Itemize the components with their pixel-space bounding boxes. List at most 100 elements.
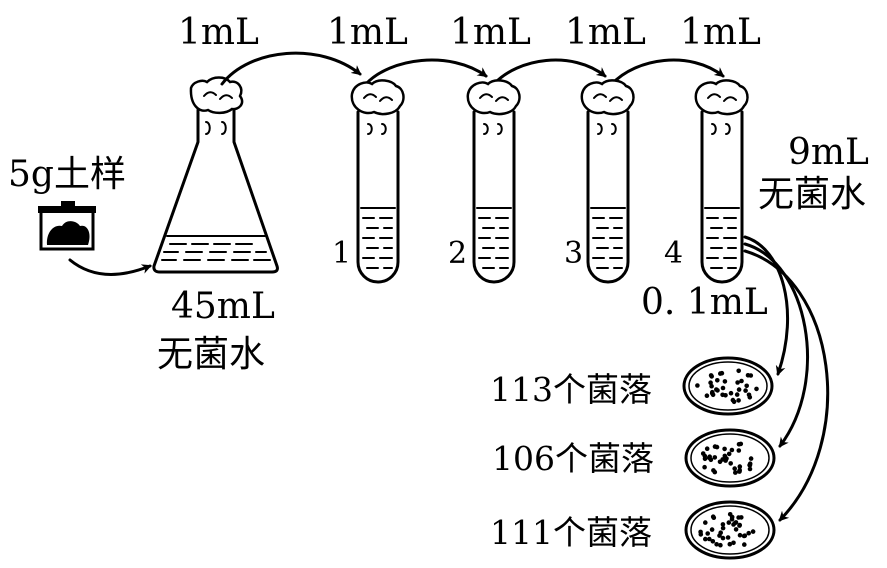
colony-dot xyxy=(726,451,732,457)
colony-dot xyxy=(742,542,747,547)
tube-number: 1 xyxy=(332,236,351,271)
transfer-arrow xyxy=(492,58,607,86)
plate-colony-count: 106个菌落 xyxy=(492,439,654,478)
petri-dishes xyxy=(682,356,776,560)
colony-dot xyxy=(714,444,720,450)
colony-dot xyxy=(723,393,728,398)
plating-volume-label: 0. 1mL xyxy=(641,282,768,323)
cotton-plug-icon xyxy=(580,79,635,116)
colony-dot xyxy=(750,529,756,534)
colony-dot xyxy=(717,533,722,538)
transfer-label: 1mL xyxy=(178,12,259,53)
colony-dot xyxy=(745,373,751,378)
colony-dot xyxy=(695,383,700,388)
colony-dot xyxy=(718,371,723,376)
colony-dot xyxy=(710,539,716,544)
colony-dot xyxy=(731,399,737,405)
colony-dot xyxy=(736,442,742,447)
erlenmeyer-flask xyxy=(152,76,279,274)
transfer-label: 1mL xyxy=(327,12,408,53)
petri-dish xyxy=(684,428,776,488)
flask-volume-label: 45mL xyxy=(171,286,275,327)
colony-dot xyxy=(720,385,726,391)
colony-dot xyxy=(737,469,742,474)
colony-dot xyxy=(700,451,706,456)
colony-dot xyxy=(741,533,747,539)
transfer-arrow xyxy=(220,51,362,86)
plate-colony-count: 111个菌落 xyxy=(490,513,652,552)
transfer-arrow xyxy=(610,58,725,86)
tube-number: 3 xyxy=(564,236,583,271)
colony-dot xyxy=(732,466,737,471)
tube-water-label: 无菌水 xyxy=(758,174,866,215)
colony-dot xyxy=(709,383,714,389)
test-tube xyxy=(350,79,405,284)
colony-dot xyxy=(698,532,704,537)
colony-dot xyxy=(737,522,742,528)
colony-dot xyxy=(737,464,743,469)
colony-dot xyxy=(733,527,739,532)
colony-dot xyxy=(737,532,743,538)
colony-dot xyxy=(722,379,728,384)
colony-dot xyxy=(736,515,741,520)
colony-dot xyxy=(725,535,731,540)
colony-dot xyxy=(715,378,720,383)
colony-dot xyxy=(703,520,708,525)
colony-dot xyxy=(726,520,732,525)
plate-colony-count: 113个菌落 xyxy=(490,370,652,409)
colony-dot xyxy=(720,522,726,527)
colony-dot xyxy=(728,461,733,466)
colony-dot xyxy=(704,393,710,399)
test-tube xyxy=(466,79,521,284)
colony-dot xyxy=(747,463,753,468)
tube-volume-label: 9mL xyxy=(788,132,869,173)
colony-dot xyxy=(702,456,708,462)
colony-dot xyxy=(748,456,754,461)
colony-dot xyxy=(744,383,749,389)
colony-dot xyxy=(718,542,723,548)
petri-dish xyxy=(682,356,774,416)
cotton-plug-icon xyxy=(694,79,749,116)
colony-dot xyxy=(714,542,719,547)
colony-dot xyxy=(705,531,710,536)
colony-dot xyxy=(736,398,741,403)
colony-dot xyxy=(712,455,718,460)
petri-dish xyxy=(684,500,776,560)
cotton-plug-icon xyxy=(466,79,521,116)
cotton-plug-icon xyxy=(350,79,405,116)
colony-dot xyxy=(754,386,759,392)
colony-dot xyxy=(743,388,748,393)
soil-sample-label: 5g土样 xyxy=(8,154,126,195)
colony-dot xyxy=(710,389,715,395)
colony-dot xyxy=(708,380,713,386)
test-tubes xyxy=(350,79,749,284)
colony-dot xyxy=(714,387,719,392)
colony-dot xyxy=(722,446,727,452)
colony-dot xyxy=(711,515,717,520)
colony-dot xyxy=(708,457,714,463)
colony-dot xyxy=(717,459,723,465)
colony-dot xyxy=(736,448,742,453)
colony-dot xyxy=(747,466,753,472)
plating-arrow xyxy=(743,242,809,448)
colony-dot xyxy=(702,464,707,470)
colony-dot xyxy=(722,453,728,459)
colony-dot xyxy=(731,522,736,527)
colony-dot xyxy=(708,373,714,378)
colony-dot xyxy=(736,387,742,392)
colony-dot xyxy=(720,525,726,531)
flask-water-label: 无菌水 xyxy=(157,334,265,375)
colony-dot xyxy=(711,468,716,473)
plating-arrow xyxy=(743,249,830,522)
tube-number: 4 xyxy=(664,236,683,271)
colony-dot xyxy=(733,470,738,475)
colony-dot xyxy=(703,536,708,542)
colony-dot xyxy=(704,446,710,452)
colony-dot xyxy=(736,368,741,374)
transfer-arrow xyxy=(364,58,488,86)
colony-dot xyxy=(734,392,740,397)
colony-dot xyxy=(720,535,726,541)
transfer-label: 1mL xyxy=(565,12,646,53)
colony-dot xyxy=(731,540,736,546)
